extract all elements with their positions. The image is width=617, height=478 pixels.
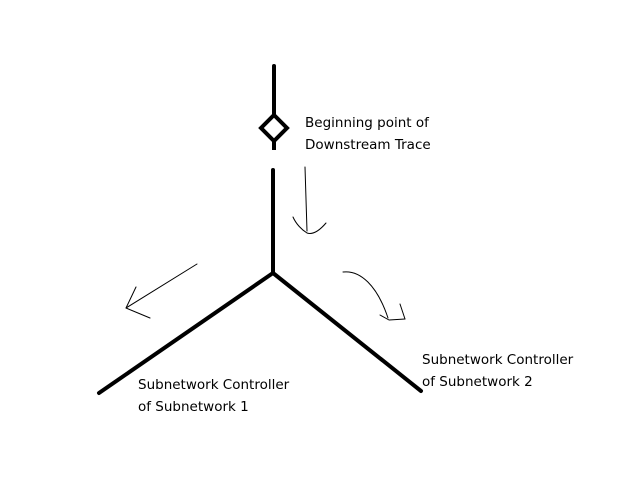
controller-1-label: Subnetwork Controller of Subnetwork 1: [138, 374, 289, 418]
start-point-diamond-icon: [258, 112, 290, 144]
start-point-label-line-2: Downstream Trace: [305, 137, 431, 153]
controller-1-label-line-2: of Subnetwork 1: [138, 399, 249, 415]
branch-line-subnetwork-2: [271, 271, 423, 393]
downstream-arrow-right-icon: [342, 271, 406, 321]
downstream-arrow-left-icon: [125, 263, 198, 319]
controller-2-label: Subnetwork Controller of Subnetwork 2: [422, 349, 573, 393]
controller-2-label-line-1: Subnetwork Controller: [422, 352, 574, 368]
start-point-label: Beginning point of Downstream Trace: [305, 112, 431, 156]
controller-1-label-line-1: Subnetwork Controller: [138, 377, 290, 393]
controller-2-label-line-2: of Subnetwork 2: [422, 374, 533, 390]
start-point-label-line-1: Beginning point of: [305, 115, 429, 131]
branch-line-subnetwork-1: [97, 271, 275, 395]
downstream-arrow-down-icon: [292, 166, 327, 234]
